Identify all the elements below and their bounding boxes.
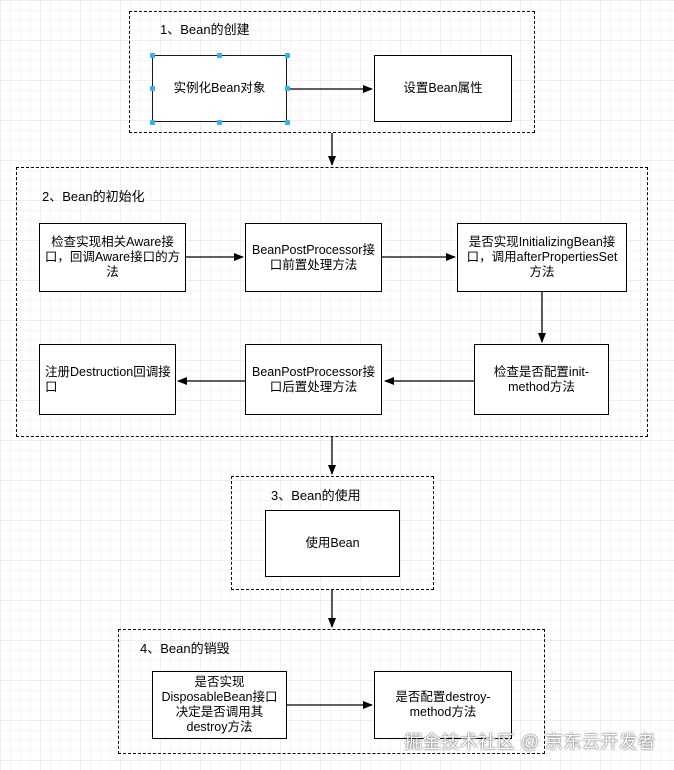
group-bean-creation[interactable]: [129, 11, 535, 133]
selection-handle[interactable]: [150, 120, 155, 125]
node-postprocessor-before[interactable]: BeanPostProcessor接口前置处理方法: [245, 223, 382, 292]
group-title-initialization: 2、Bean的初始化: [42, 189, 145, 204]
juejin-watermark: 掘金技术社区 @ 京东云开发者: [404, 732, 656, 752]
group-title-usage: 3、Bean的使用: [271, 488, 361, 503]
group-title-creation: 1、Bean的创建: [160, 22, 250, 37]
node-label: 检查是否配置init-method方法: [493, 364, 590, 394]
group-title-destruction: 4、Bean的销毁: [140, 641, 230, 656]
node-set-bean-properties[interactable]: 设置Bean属性: [374, 55, 512, 122]
selection-handle[interactable]: [217, 53, 222, 58]
selection-handle[interactable]: [150, 86, 155, 91]
node-use-bean[interactable]: 使用Bean: [265, 510, 400, 577]
node-label: BeanPostProcessor接口后置处理方法: [252, 364, 375, 394]
node-label: BeanPostProcessor接口前置处理方法: [252, 242, 375, 272]
node-label: 使用Bean: [305, 536, 360, 550]
selection-handle[interactable]: [285, 120, 290, 125]
node-label: 注册Destruction回调接口: [45, 364, 171, 394]
node-init-method-check[interactable]: 检查是否配置init-method方法: [474, 344, 609, 415]
node-destroy-method-check[interactable]: 是否配置destroy-method方法: [374, 671, 512, 739]
node-check-aware-interfaces[interactable]: 检查实现相关Aware接口，回调Aware接口的方法: [39, 223, 186, 292]
node-initializingbean-check[interactable]: 是否实现InitializingBean接口，调用afterProperties…: [457, 223, 627, 292]
group-bean-destruction[interactable]: [118, 629, 545, 754]
node-label: 设置Bean属性: [403, 81, 483, 95]
node-label: 是否实现DisposableBean接口决定是否调用其destroy方法: [161, 675, 278, 734]
selection-handle[interactable]: [285, 53, 290, 58]
node-label: 检查实现相关Aware接口，回调Aware接口的方法: [44, 235, 181, 279]
node-label: 实例化Bean对象: [173, 81, 266, 95]
node-postprocessor-after[interactable]: BeanPostProcessor接口后置处理方法: [245, 344, 382, 415]
selection-handle[interactable]: [150, 53, 155, 58]
node-label: 是否实现InitializingBean接口，调用afterProperties…: [466, 235, 618, 279]
node-disposablebean-check[interactable]: 是否实现DisposableBean接口决定是否调用其destroy方法: [152, 671, 287, 739]
selection-handle[interactable]: [285, 86, 290, 91]
group-bean-initialization[interactable]: [16, 167, 648, 437]
node-label: 是否配置destroy-method方法: [395, 690, 491, 719]
node-instantiate-bean[interactable]: 实例化Bean对象: [152, 55, 287, 122]
group-bean-usage[interactable]: [231, 476, 434, 590]
node-register-destruction-callback[interactable]: 注册Destruction回调接口: [39, 344, 176, 415]
selection-handle[interactable]: [217, 120, 222, 125]
